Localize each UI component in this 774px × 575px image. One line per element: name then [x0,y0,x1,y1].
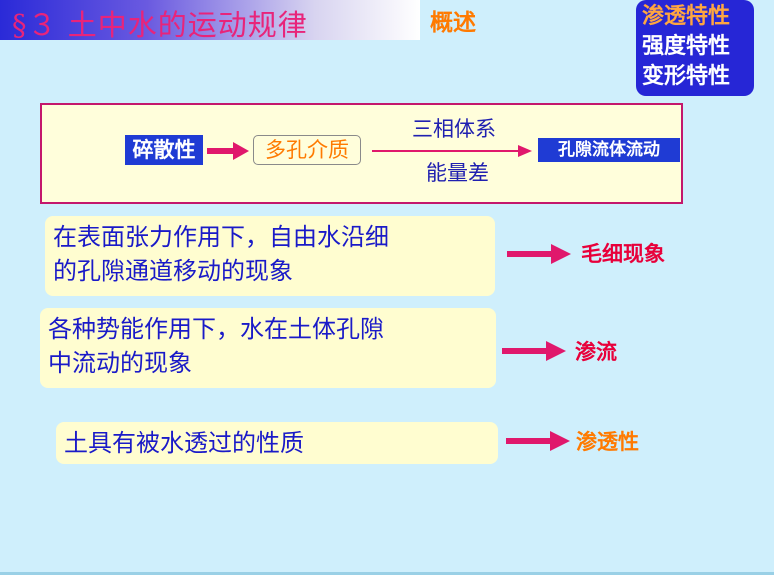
arrow-icon [207,142,249,160]
statement-line: 中流动的现象 [48,349,192,377]
topic-nav: 渗透特性 强度特性 变形特性 [636,0,754,96]
page-title: §３ 土中水的运动规律 [12,8,308,42]
statement-seepage: 各种势能作用下，水在土体孔隙 中流动的现象 [40,308,496,388]
label-three-phase: 三相体系 [412,117,496,141]
statement-capillary: 在表面张力作用下，自由水沿细 的孔隙通道移动的现象 [45,216,495,296]
statement-line: 各种势能作用下，水在土体孔隙 [48,315,384,343]
topic-permeability[interactable]: 渗透特性 [642,4,731,29]
statement-line: 的孔隙通道移动的现象 [53,257,293,285]
statement-line: 在表面张力作用下，自由水沿细 [53,223,389,251]
result-permeability: 渗透性 [576,430,639,454]
arrow-icon [507,244,571,264]
arrow-icon [506,431,570,451]
topic-strength[interactable]: 强度特性 [642,34,731,59]
slide-bottom-border [0,572,774,575]
overview-label[interactable]: 概述 [430,10,476,36]
topic-deformation[interactable]: 变形特性 [642,64,731,89]
arrow-icon [502,341,566,361]
label-energy-difference: 能量差 [426,161,489,185]
statement-line: 土具有被水透过的性质 [64,429,304,457]
node-pore-fluid-flow: 孔隙流体流动 [538,138,680,162]
result-seepage: 渗流 [575,340,617,364]
flow-diagram: 碎散性 多孔介质 三相体系 能量差 孔隙流体流动 [40,103,683,204]
node-granularity: 碎散性 [125,135,203,165]
title-bar: §３ 土中水的运动规律 [0,0,420,42]
node-porous-medium: 多孔介质 [253,135,361,165]
arrow-icon [372,145,532,157]
result-capillary: 毛细现象 [581,242,665,266]
statement-permeability: 土具有被水透过的性质 [56,422,498,464]
